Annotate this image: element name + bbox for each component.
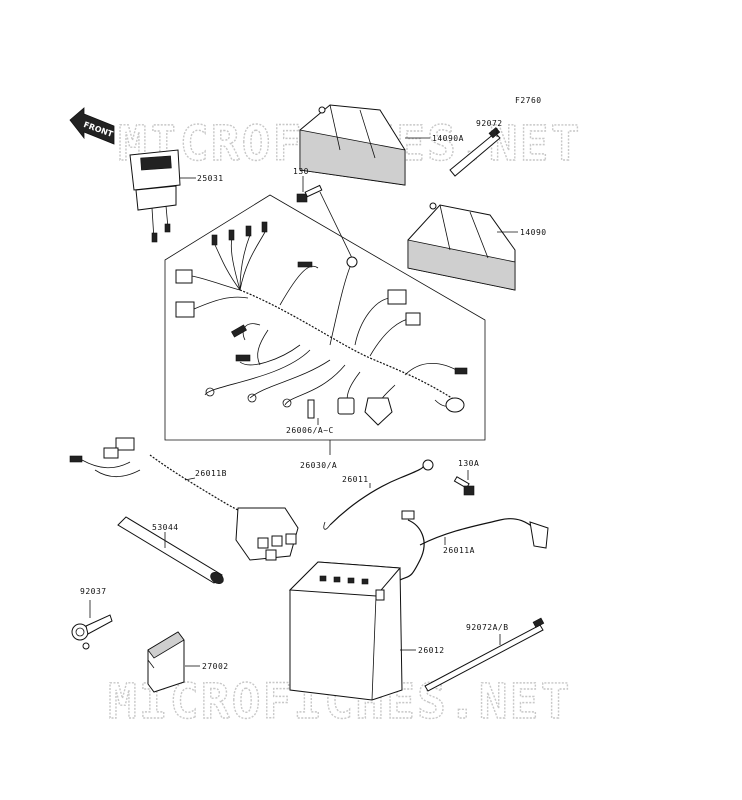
bolt-130-part — [296, 184, 323, 203]
label-130: 130 — [293, 167, 309, 176]
hour-meter-part — [129, 149, 181, 243]
label-130a: 130A — [458, 459, 479, 468]
label-27002: 27002 — [202, 662, 229, 671]
label-26012: 26012 — [418, 646, 445, 655]
main-harness-part — [175, 221, 468, 426]
cover-14090a-part — [299, 104, 406, 186]
label-25031: 25031 — [197, 174, 224, 183]
label-26030: 26030/A — [300, 461, 337, 470]
clamp-92037-part — [71, 614, 113, 650]
label-14090a: 14090A — [432, 134, 464, 143]
figure-code: F2760 — [515, 96, 542, 105]
leader-130-to-harness — [319, 191, 353, 259]
bolt-130a-part — [453, 476, 475, 496]
label-26006: 26006/A~C — [286, 426, 334, 435]
label-26011: 26011 — [342, 475, 369, 484]
cable-26011a-part — [399, 510, 549, 581]
relay-27002-part — [147, 631, 185, 693]
label-14090: 14090 — [520, 228, 547, 237]
label-92072: 92072 — [476, 119, 503, 128]
battery-26012-part — [288, 561, 403, 701]
leader-26011b — [184, 477, 196, 481]
label-26011b: 26011B — [195, 469, 227, 478]
label-53044: 53044 — [152, 523, 179, 532]
harness-frame — [164, 194, 486, 441]
cover-14090-part — [407, 202, 516, 291]
label-92072ab: 92072A/B — [466, 623, 509, 632]
label-92037: 92037 — [80, 587, 107, 596]
band-92072ab-part — [424, 617, 545, 692]
cable-26011-part — [323, 459, 434, 530]
label-26011a: 26011A — [443, 546, 475, 555]
front-arrow-icon: FRONT — [69, 107, 115, 145]
tube-53044-part — [117, 516, 224, 585]
sub-harness-26011b-part — [69, 437, 299, 561]
